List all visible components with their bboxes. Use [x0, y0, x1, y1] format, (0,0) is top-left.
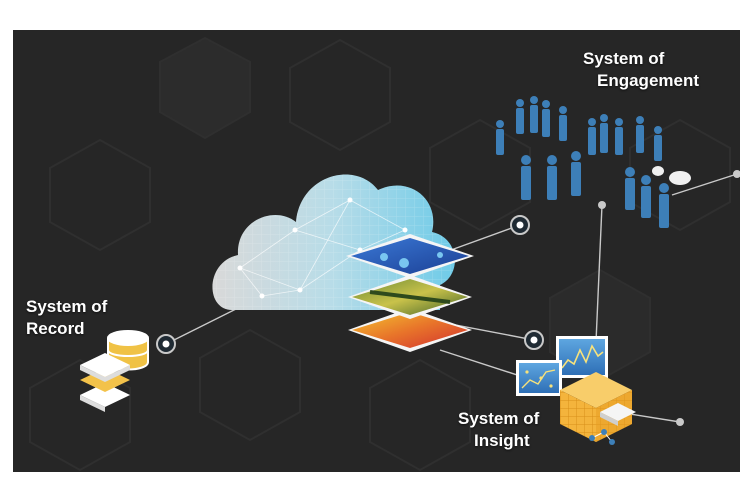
node-dot-insight — [676, 418, 684, 426]
person-figure — [659, 183, 669, 228]
person-figure — [654, 126, 662, 161]
node-dot-engagement — [598, 201, 606, 209]
map-layer-heat — [348, 308, 472, 352]
person-figure — [588, 118, 596, 155]
database-icon — [80, 330, 149, 412]
label-engagement-line2: Engagement — [597, 71, 700, 90]
map-layer-terrain — [348, 275, 472, 319]
label-system-of-insight: System of Insight — [458, 408, 539, 452]
person-figure — [600, 114, 608, 153]
person-figure — [542, 100, 550, 137]
label-system-of-engagement: System of Engagement — [583, 48, 699, 92]
person-figure — [636, 116, 644, 153]
chart-panel-scatter — [516, 360, 562, 396]
node-engagement — [510, 215, 530, 235]
person-figure — [547, 155, 557, 200]
person-figure — [516, 99, 524, 134]
person-figure — [521, 155, 531, 200]
person-figure — [496, 120, 504, 155]
node-dot-edge — [733, 170, 740, 178]
label-record-line2: Record — [26, 319, 85, 338]
chat-bubble-icon — [652, 166, 691, 185]
label-insight-line1: System of — [458, 409, 540, 428]
people-crowd-icon — [496, 96, 669, 228]
person-figure — [559, 106, 567, 141]
map-layers-icon — [346, 234, 474, 352]
chart-icon — [516, 336, 608, 396]
map-layer-water — [346, 234, 474, 278]
chart-panel-line — [556, 336, 608, 378]
diagram-svg — [29, 36, 740, 472]
person-figure — [625, 167, 635, 210]
person-figure — [641, 175, 651, 218]
label-engagement-line1: System of — [583, 49, 665, 68]
connection-nodes — [156, 170, 740, 426]
cloud-icon — [212, 174, 455, 310]
network-mini-icon — [589, 429, 615, 445]
node-record — [156, 334, 176, 354]
label-system-of-record: System of Record — [26, 296, 107, 340]
stack-layers — [80, 353, 130, 412]
node-insight — [524, 330, 544, 350]
cube-icon — [560, 372, 636, 445]
person-figure — [530, 96, 538, 133]
person-figure — [571, 151, 581, 196]
label-record-line1: System of — [26, 297, 108, 316]
person-figure — [615, 118, 623, 155]
diagram-canvas — [13, 30, 740, 472]
label-insight-line2: Insight — [474, 431, 530, 450]
